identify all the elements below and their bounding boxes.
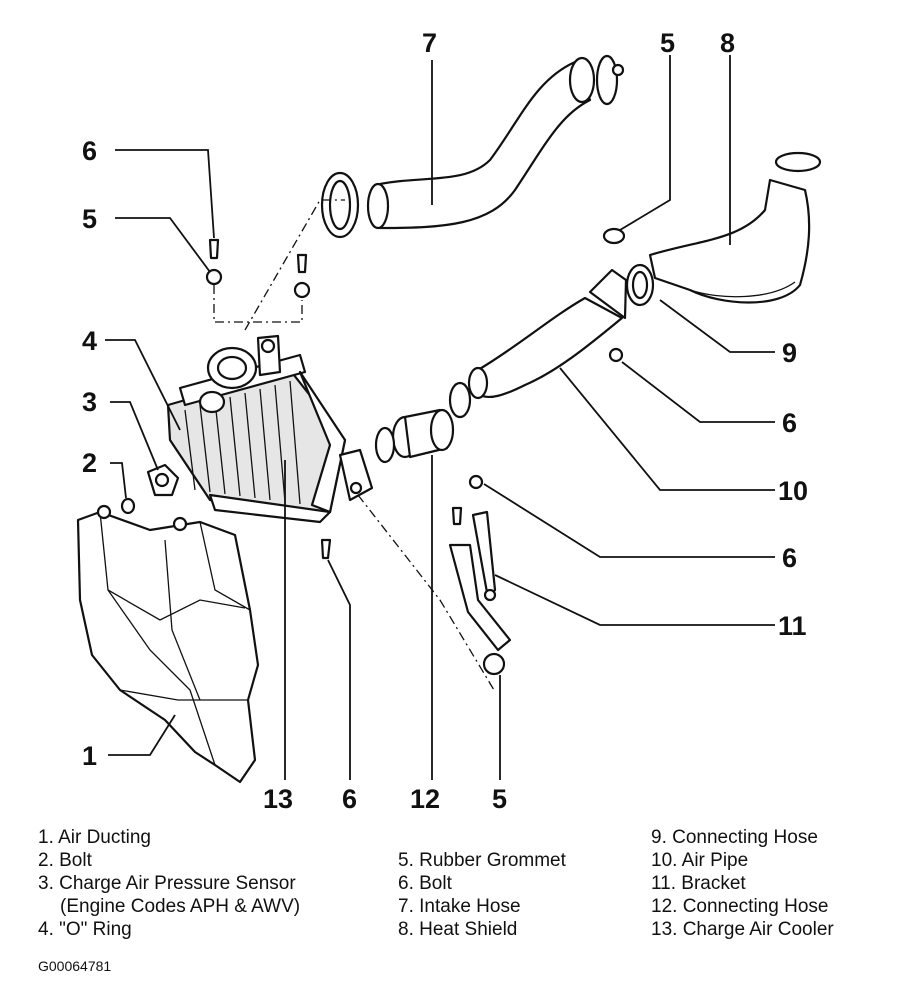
legend-item: 8. Heat Shield bbox=[398, 919, 518, 940]
air-ducting bbox=[76, 504, 260, 784]
legend-item: 4. "O" Ring bbox=[38, 919, 132, 940]
bolt-2 bbox=[120, 497, 136, 515]
legend-item: 6. Bolt bbox=[398, 873, 452, 894]
grommets-and-bolts bbox=[205, 227, 626, 676]
legend-item: 3. Charge Air Pressure Sensor bbox=[38, 873, 296, 894]
callout-6-right-upper: 6 bbox=[782, 408, 797, 438]
legend-item: 2. Bolt bbox=[38, 850, 92, 871]
callout-2: 2 bbox=[82, 448, 97, 478]
legend-item: 13. Charge Air Cooler bbox=[651, 919, 834, 940]
callout-10: 10 bbox=[778, 476, 808, 506]
callout-8: 8 bbox=[720, 28, 735, 58]
callout-3: 3 bbox=[82, 387, 97, 417]
heat-shield bbox=[648, 151, 822, 304]
legend-item: 7. Intake Hose bbox=[398, 896, 521, 917]
callout-11: 11 bbox=[778, 611, 807, 641]
legend-item: 1. Air Ducting bbox=[38, 827, 151, 848]
legend-column-3: 9. Connecting Hose 10. Air Pipe 11. Brac… bbox=[651, 826, 834, 941]
intake-hose bbox=[320, 54, 625, 239]
legend-item: 11. Bracket bbox=[651, 873, 746, 894]
callout-4: 4 bbox=[82, 326, 97, 356]
leader-lines bbox=[105, 55, 775, 780]
legend-item-note: (Engine Codes APH & AWV) bbox=[60, 896, 301, 917]
callout-1: 1 bbox=[82, 741, 97, 771]
pressure-sensor bbox=[146, 463, 180, 497]
callout-12: 12 bbox=[410, 784, 440, 814]
callout-13: 13 bbox=[263, 784, 293, 814]
legend-item: 9. Connecting Hose bbox=[651, 827, 818, 848]
legend-item: 10. Air Pipe bbox=[651, 850, 749, 871]
legend-column-2: 5. Rubber Grommet 6. Bolt 7. Intake Hose… bbox=[398, 849, 566, 941]
exploded-parts-diagram: 1 2 3 4 5 6 7 5 8 9 6 10 6 11 13 6 12 5 bbox=[76, 28, 822, 814]
bracket bbox=[448, 510, 512, 652]
assembly-lines bbox=[213, 199, 495, 691]
air-pipe bbox=[467, 268, 628, 400]
figure-id: G00064781 bbox=[38, 958, 112, 974]
callout-9: 9 bbox=[782, 338, 797, 368]
callout-5-left: 5 bbox=[82, 204, 97, 234]
connecting-hose-12 bbox=[374, 381, 472, 464]
callout-6-bottom: 6 bbox=[342, 784, 357, 814]
callout-6-left: 6 bbox=[82, 136, 97, 166]
callout-6-right-lower: 6 bbox=[782, 543, 797, 573]
callout-5-bottom: 5 bbox=[492, 784, 507, 814]
legend-item: 5. Rubber Grommet bbox=[398, 850, 566, 871]
callout-7: 7 bbox=[422, 28, 437, 58]
legend-item: 12. Connecting Hose bbox=[651, 896, 829, 917]
connecting-hose-9 bbox=[625, 263, 655, 307]
legend-column-1: 1. Air Ducting 2. Bolt 3. Charge Air Pre… bbox=[38, 826, 300, 941]
callouts: 1 2 3 4 5 6 7 5 8 9 6 10 6 11 13 6 12 5 bbox=[82, 28, 808, 814]
callout-5-top: 5 bbox=[660, 28, 675, 58]
charge-air-cooler bbox=[166, 334, 374, 524]
